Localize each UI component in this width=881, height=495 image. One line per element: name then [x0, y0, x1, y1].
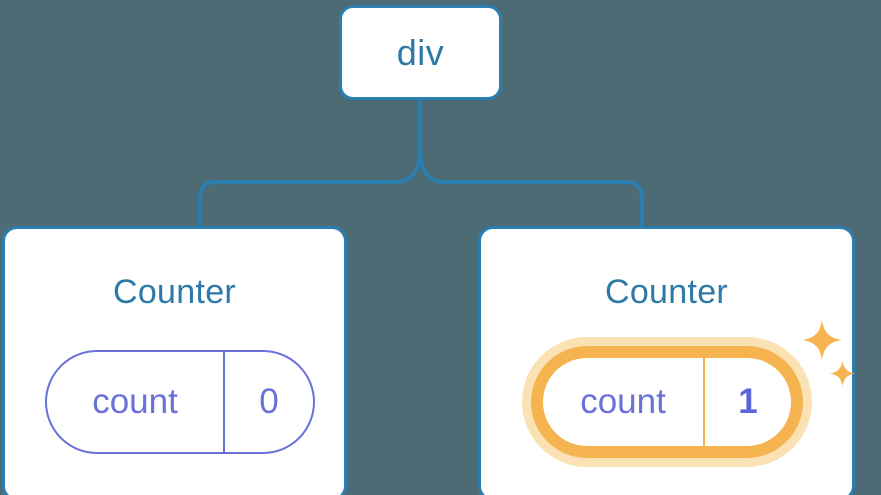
sparkle-icon: [829, 360, 856, 387]
sparkle-icon: [801, 319, 843, 361]
state-key: count: [47, 352, 225, 452]
state-value: 1: [738, 382, 758, 421]
sparkle-group: [801, 319, 871, 399]
node-counter-left[interactable]: Counter count 0: [2, 226, 347, 495]
node-counter-right[interactable]: Counter count 1: [478, 226, 856, 495]
connector-branch-right: [418, 145, 644, 228]
state-value: 0: [259, 382, 279, 421]
state-key: count: [543, 358, 705, 446]
node-root-label: div: [396, 31, 445, 73]
connector-branch-left: [198, 145, 422, 228]
state-pill-count[interactable]: count 0: [45, 350, 315, 454]
node-title: Counter: [604, 273, 729, 311]
node-root-div[interactable]: div: [339, 5, 502, 100]
state-pill-body: count 1: [543, 358, 791, 446]
state-pill-count-highlighted[interactable]: count 1: [522, 337, 812, 467]
node-title: Counter: [112, 273, 237, 311]
